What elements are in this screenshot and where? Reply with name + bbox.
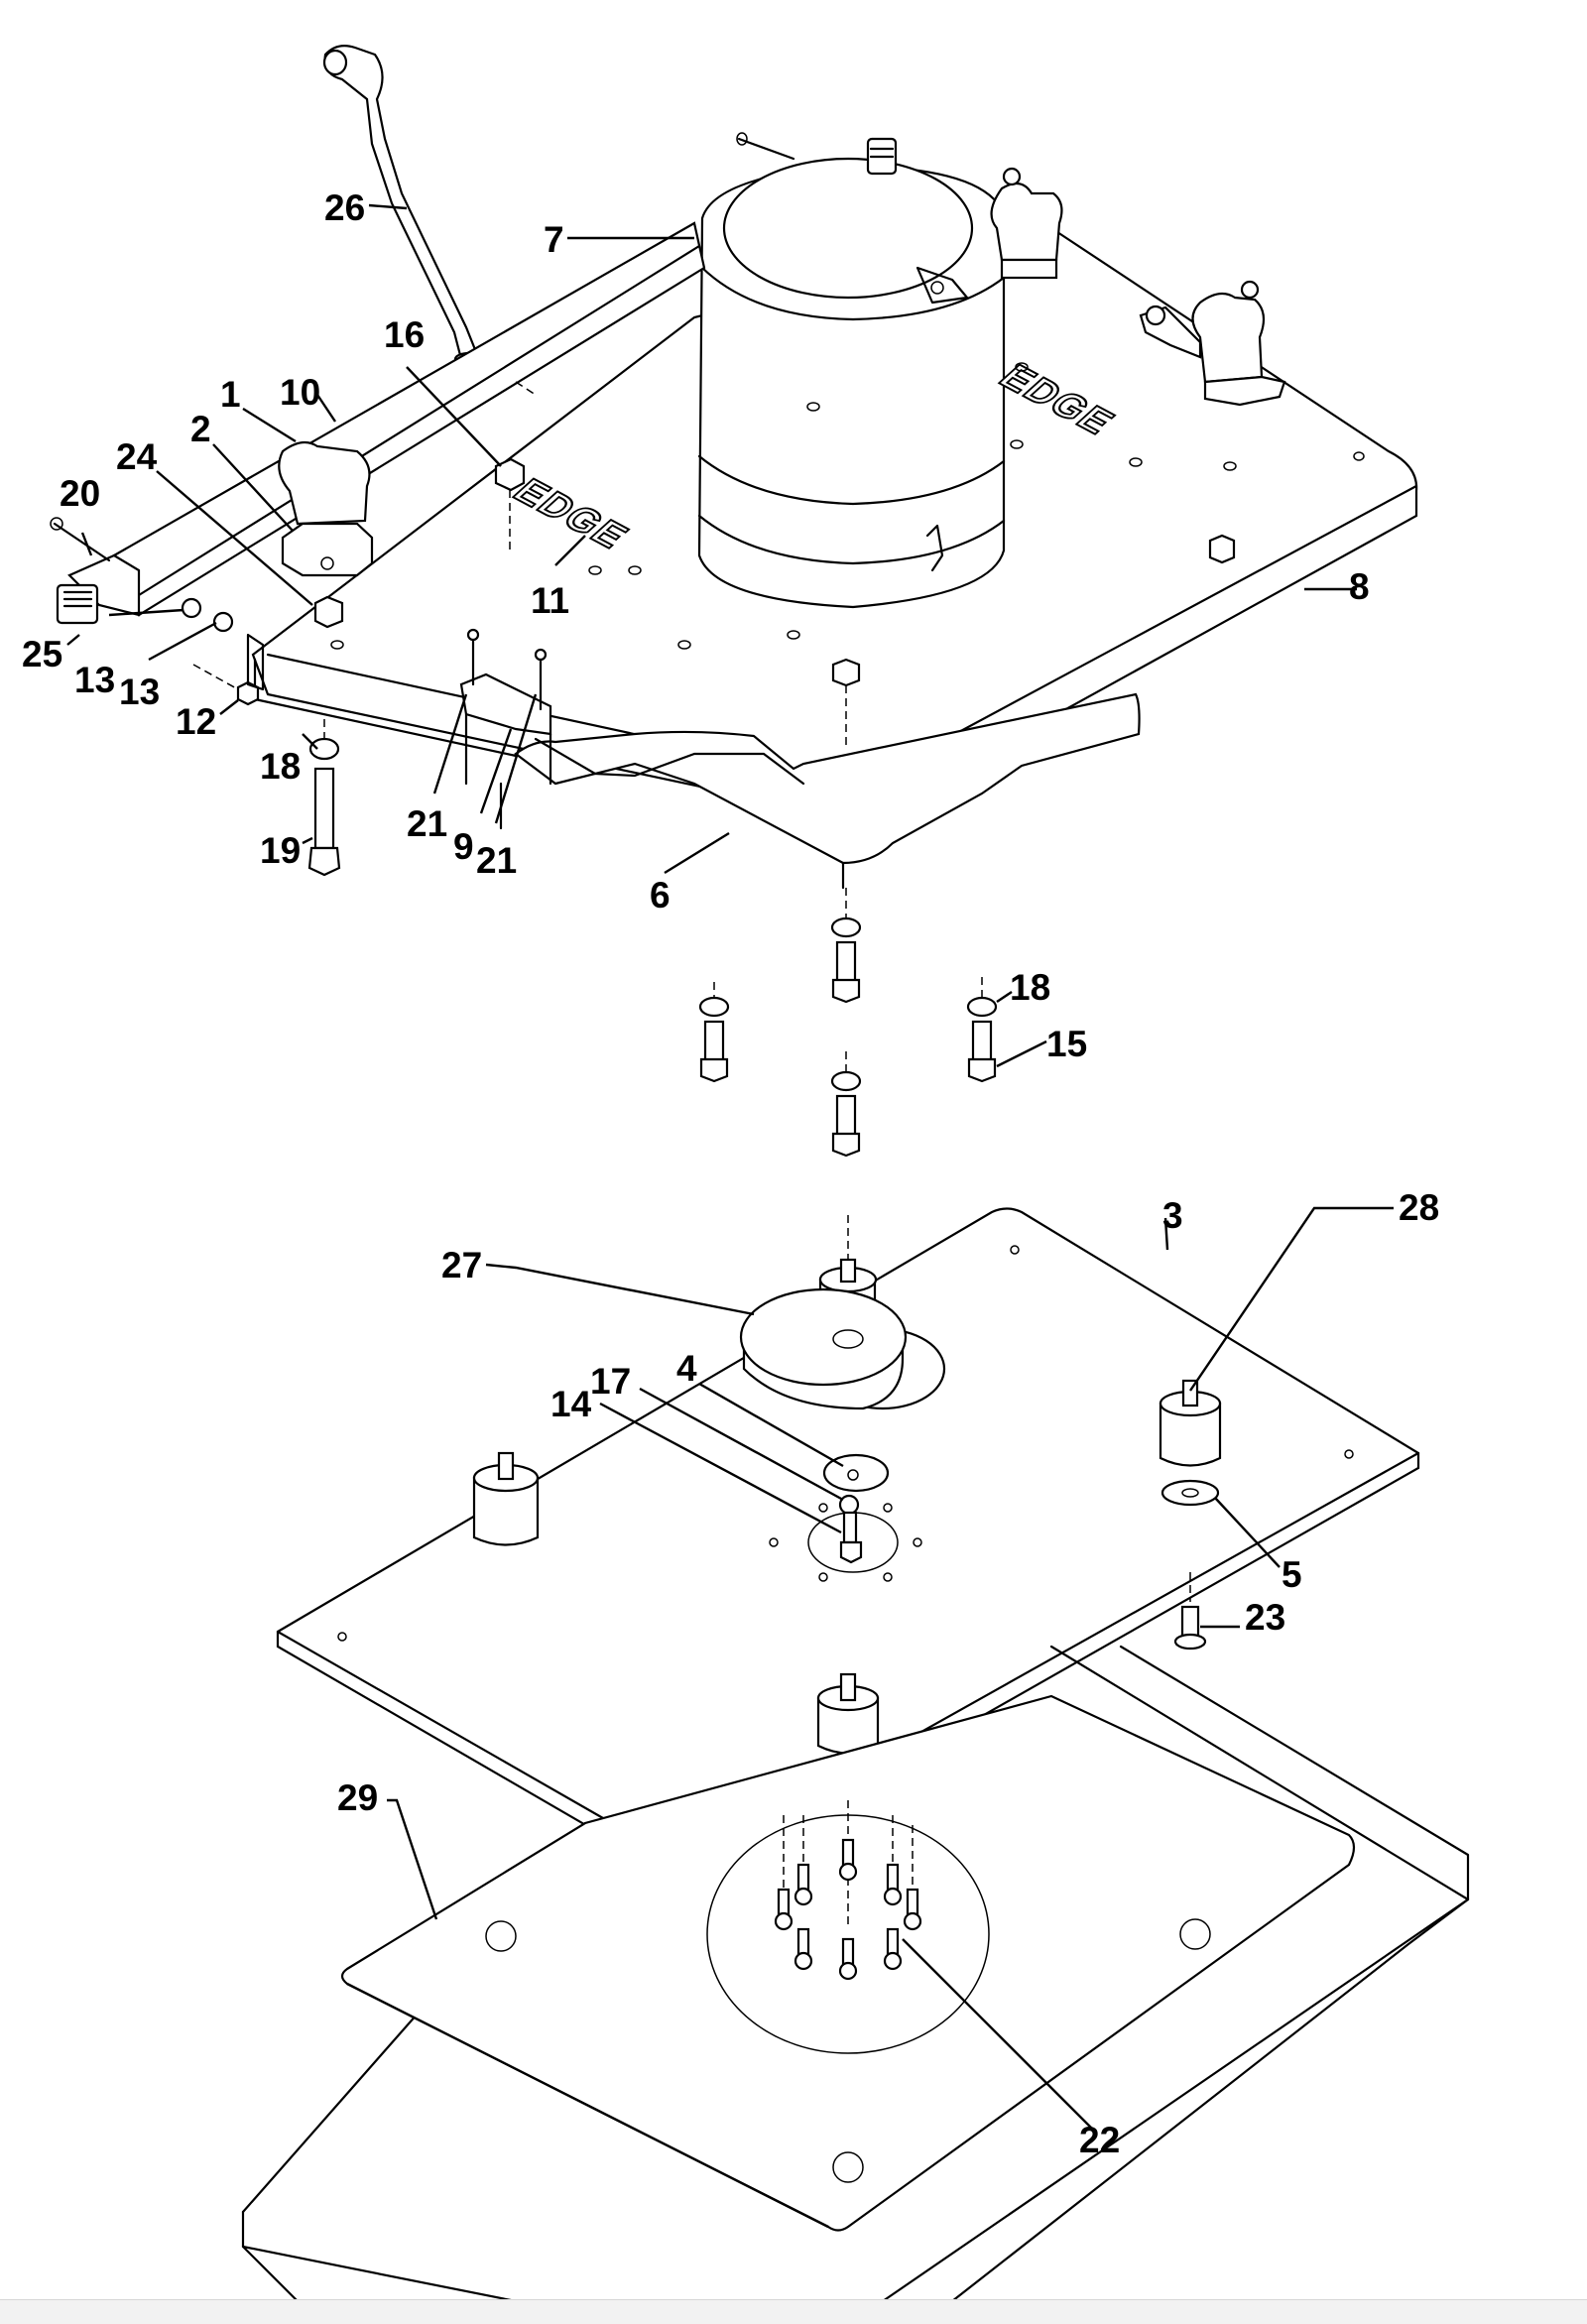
star-knob-right-lower [1139,280,1286,407]
callout-2: 2 [190,409,211,449]
star-knob-left-1 [278,440,374,577]
callout-1: 1 [220,374,241,415]
callout-11: 11 [531,580,569,621]
callout-labels: 26 7 16 1 10 2 24 20 11 8 25 13 13 12 18… [22,187,1439,2160]
callout-24: 24 [116,436,158,477]
pulley-27 [739,1287,946,1410]
callout-29: 29 [337,1777,378,1818]
router-motor-7 [697,132,1006,609]
callout-9: 9 [453,826,474,867]
screws-22 [774,1800,922,1981]
callout-15: 15 [1046,1024,1087,1064]
callout-4: 4 [676,1348,697,1389]
callout-13a: 13 [74,660,115,700]
callout-17: 17 [590,1361,631,1402]
callout-28: 28 [1399,1187,1439,1228]
callout-3: 3 [1162,1195,1183,1236]
nuts [494,457,1236,749]
callout-18b: 18 [1010,967,1050,1008]
callout-27: 27 [441,1245,482,1285]
callout-18a: 18 [260,746,301,787]
channel-10 [50,221,706,617]
callout-21b: 21 [476,840,517,881]
standoffs [472,1215,1222,1755]
plate-holes [330,362,1365,650]
callout-16: 16 [384,314,425,355]
callout-21a: 21 [407,803,447,844]
callout-7: 7 [544,219,564,260]
callout-12: 12 [176,701,216,742]
callout-10: 10 [280,372,320,413]
callout-23: 23 [1245,1597,1285,1638]
callout-8: 8 [1349,566,1370,607]
bottom-scrollbar-strip [0,2299,1587,2324]
bolt-19 [307,719,341,877]
callout-6: 6 [650,875,671,916]
callout-13b: 13 [119,672,160,712]
star-knob-right-upper [990,167,1063,280]
leader-lines [66,203,1394,2134]
callout-25: 25 [22,634,62,674]
callout-22: 22 [1079,2120,1120,2160]
small-hardware-left [56,583,344,706]
mid-fasteners [698,888,998,1158]
callout-5: 5 [1282,1554,1302,1595]
callout-14: 14 [550,1384,592,1424]
sub-base-6 [499,692,1141,890]
callout-20: 20 [60,473,100,514]
callout-26: 26 [324,187,365,228]
screw-23 [1173,1572,1207,1651]
callout-19: 19 [260,830,301,871]
